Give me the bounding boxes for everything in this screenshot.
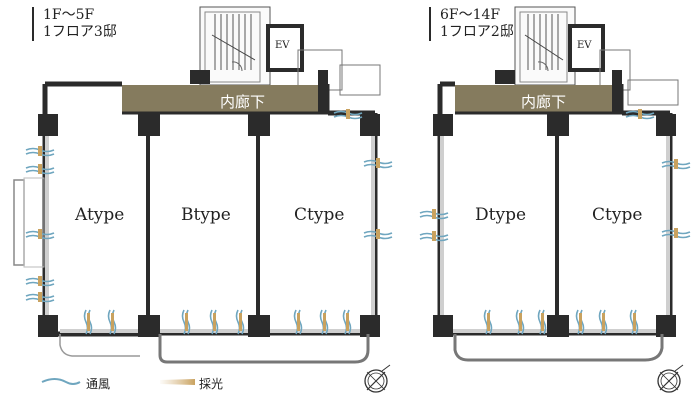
daylight-marker (537, 309, 547, 335)
daylight-marker (483, 309, 493, 335)
left-units-per-floor: 1フロア3邸 (43, 24, 117, 40)
right-units-per-floor: 1フロア2邸 (440, 24, 514, 40)
ventilation-marker (419, 209, 449, 220)
left-floors-label: 1F～5F (43, 7, 95, 23)
legend-ventilation-label: 通風 (86, 377, 111, 391)
daylight-marker (575, 309, 585, 335)
ventilation-marker (363, 229, 393, 240)
legend-daylight-label: 採光 (199, 377, 224, 391)
daylight-marker (293, 309, 303, 335)
right-corridor (455, 85, 620, 113)
right-elevator-shaft (568, 24, 605, 72)
ventilation-marker (419, 231, 449, 242)
ventilation-marker (661, 159, 691, 170)
ventilation-marker (25, 229, 55, 240)
airflow-and-daylight-markers (25, 109, 691, 335)
ventilation-marker (333, 109, 363, 120)
daylight-marker (598, 309, 608, 335)
left-ev-label: EV (275, 40, 290, 51)
ventilation-marker (25, 276, 55, 287)
left-columns (38, 114, 380, 337)
compass-icon (364, 364, 391, 393)
daylight-marker (209, 309, 219, 335)
daylight-marker (83, 309, 93, 335)
ventilation-marker (625, 109, 655, 120)
ventilation-marker (661, 228, 691, 239)
right-balcony (453, 334, 664, 362)
ventilation-marker (25, 292, 55, 303)
left-balcony (158, 334, 370, 364)
daylight-legend-icon (160, 379, 195, 385)
right-floors-label: 6F～14F (440, 7, 501, 23)
ventilation-marker (25, 146, 55, 157)
unit-label-c-right: Ctype (592, 205, 643, 225)
daylight-marker (235, 309, 245, 335)
daylight-marker (342, 309, 352, 335)
unit-label-b: Btype (181, 205, 231, 225)
right-plan-title: 6F～14F 1フロア2邸 (429, 7, 514, 41)
daylight-marker (107, 309, 117, 335)
daylight-marker (629, 309, 639, 335)
left-corridor (122, 85, 328, 113)
right-corridor-label: 内廊下 (521, 93, 567, 111)
ventilation-marker (25, 164, 55, 175)
left-stair-core (199, 6, 271, 86)
legend (41, 378, 195, 385)
left-elevator-shaft (266, 24, 304, 72)
left-corridor-label: 内廊下 (220, 93, 266, 111)
daylight-marker (181, 309, 191, 335)
left-plan-title: 1F～5F 1フロア3邸 (32, 7, 117, 41)
right-columns (433, 114, 676, 337)
left-side-bay (13, 179, 25, 266)
unit-label-a: Atype (75, 205, 125, 225)
unit-label-c-left: Ctype (294, 205, 345, 225)
compass-icon (657, 364, 684, 393)
unit-label-d: Dtype (475, 205, 527, 225)
daylight-marker (319, 309, 329, 335)
ventilation-marker (363, 158, 393, 169)
left-floor-plan (13, 6, 381, 364)
daylight-marker (515, 309, 525, 335)
right-ev-label: EV (577, 40, 592, 51)
right-stair-core (514, 6, 576, 86)
right-floor-plan (433, 6, 679, 362)
ventilation-legend-icon (41, 378, 81, 385)
